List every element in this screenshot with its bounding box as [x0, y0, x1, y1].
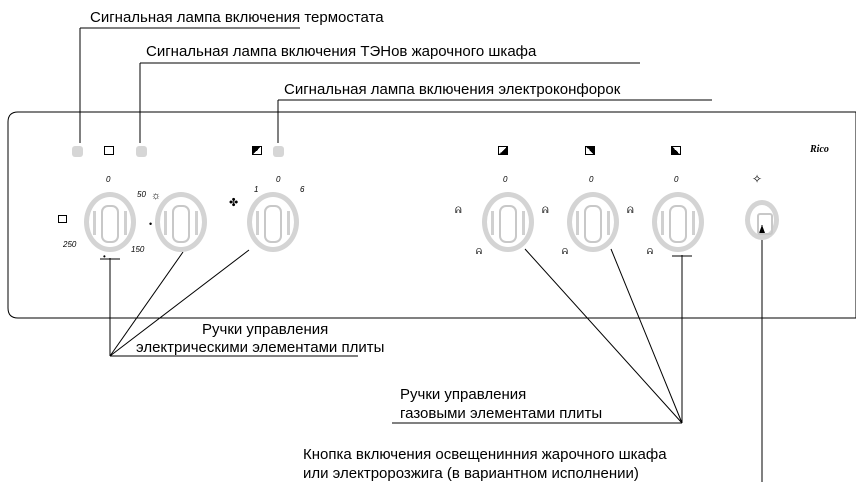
- flame-icon: ᕱ: [647, 247, 653, 256]
- flame-icon: ᕱ: [455, 205, 462, 215]
- dot-icon: •: [103, 252, 106, 261]
- light-icon: ☼: [151, 190, 162, 202]
- gas-burner-knob-1[interactable]: [482, 192, 534, 252]
- brand-logo: Rico: [810, 144, 829, 155]
- thermostat-scale-150: 150: [131, 245, 145, 254]
- flame-icon: ᕱ: [476, 247, 482, 256]
- flame-icon: ᕱ: [562, 247, 568, 256]
- control-panel-outline: [7, 111, 856, 319]
- callout-gas-knobs-line1: Ручки управления: [400, 386, 527, 403]
- hotplate-scale-0: 0: [276, 175, 281, 184]
- hotplate-knob[interactable]: [247, 192, 299, 252]
- thermostat-scale-50: 50: [137, 190, 146, 199]
- callout-thermostat-lamp: Сигнальная лампа включения термостата: [90, 9, 384, 26]
- burner-back-right-icon: [585, 146, 595, 155]
- hotplate-symbol-icon: [252, 146, 262, 155]
- hotplate-scale-1: 1: [254, 185, 259, 194]
- light-ignition-button[interactable]: [745, 200, 779, 240]
- burner-front-right-icon: [671, 146, 681, 155]
- hotplate-lamp: [273, 146, 284, 157]
- flame-icon: ᕱ: [542, 205, 549, 215]
- callout-electric-knobs-line1: Ручки управления: [202, 321, 329, 338]
- gas-burner-knob-2[interactable]: [567, 192, 619, 252]
- oven-mode-icon: [104, 146, 114, 155]
- thermostat-lamp: [72, 146, 83, 157]
- gas3-scale-0: 0: [674, 175, 679, 184]
- thermostat-scale-250: 250: [63, 240, 77, 249]
- spark-icon: ✧: [752, 172, 763, 186]
- callout-oven-heater-lamp: Сигнальная лампа включения ТЭНов жарочно…: [146, 43, 537, 60]
- fan-icon: ✤: [229, 197, 239, 209]
- callout-electric-knobs-line2: электрическими элементами плиты: [136, 339, 385, 356]
- oven-mode-knob[interactable]: [155, 192, 207, 252]
- oven-icon: [58, 215, 67, 223]
- gas1-scale-0: 0: [503, 175, 508, 184]
- burner-front-left-icon: [498, 146, 508, 155]
- thermostat-scale-0: 0: [106, 175, 111, 184]
- callout-gas-knobs-line2: газовыми элементами плиты: [400, 405, 603, 422]
- thermostat-knob[interactable]: [84, 192, 136, 252]
- gas2-scale-0: 0: [589, 175, 594, 184]
- gas-burner-knob-3[interactable]: [652, 192, 704, 252]
- callout-light-button-line1: Кнопка включения освещенинния жарочного …: [303, 446, 667, 463]
- oven-heater-lamp: [136, 146, 147, 157]
- callout-hotplate-lamp: Сигнальная лампа включения электроконфор…: [284, 81, 621, 98]
- flame-icon: ᕱ: [627, 205, 634, 215]
- hotplate-scale-6: 6: [300, 185, 305, 194]
- callout-light-button-line2: или электророзжига (в вариантном исполне…: [303, 465, 639, 482]
- dot-icon: •: [149, 219, 153, 229]
